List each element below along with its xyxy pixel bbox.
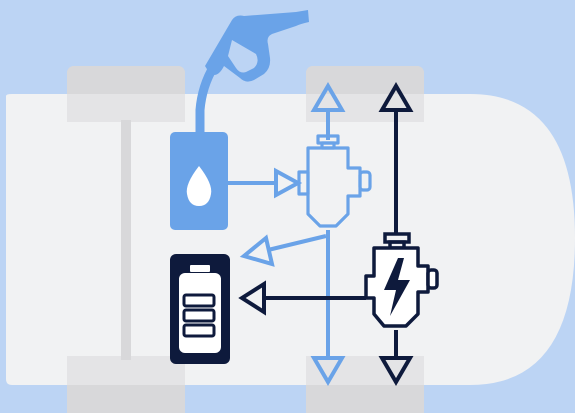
arrowhead-front-bottom-blue <box>310 356 346 386</box>
car-body <box>6 94 575 385</box>
combustion-engine-icon <box>297 134 372 228</box>
fuel-tank-droplet-icon <box>170 132 228 230</box>
arrowhead-front-top-navy <box>378 82 414 112</box>
arrowhead-engine-input <box>274 167 303 199</box>
arrowhead-front-bottom-navy <box>378 356 414 386</box>
wheel-rear-bottom-visible <box>67 385 185 413</box>
arrowhead-to-battery-navy <box>238 280 266 316</box>
wheel-rear-bottom-overlay <box>67 356 185 385</box>
wheel-rear-top-overlay <box>67 94 185 122</box>
arrowhead-to-battery-blue <box>239 234 275 267</box>
rear-axle <box>121 120 131 360</box>
electric-flows <box>238 82 414 386</box>
wheel-rear-top-visible <box>67 66 185 94</box>
wheel-front-bottom-visible <box>306 385 424 413</box>
electric-motor-lightning-icon <box>364 232 439 328</box>
battery-icon <box>170 254 230 364</box>
wheel-front-bottom-overlay <box>306 356 424 385</box>
fuel-pump-nozzle-icon <box>205 10 309 82</box>
arrowhead-front-top-blue <box>310 82 346 112</box>
flow-engine-to-battery <box>267 234 327 252</box>
